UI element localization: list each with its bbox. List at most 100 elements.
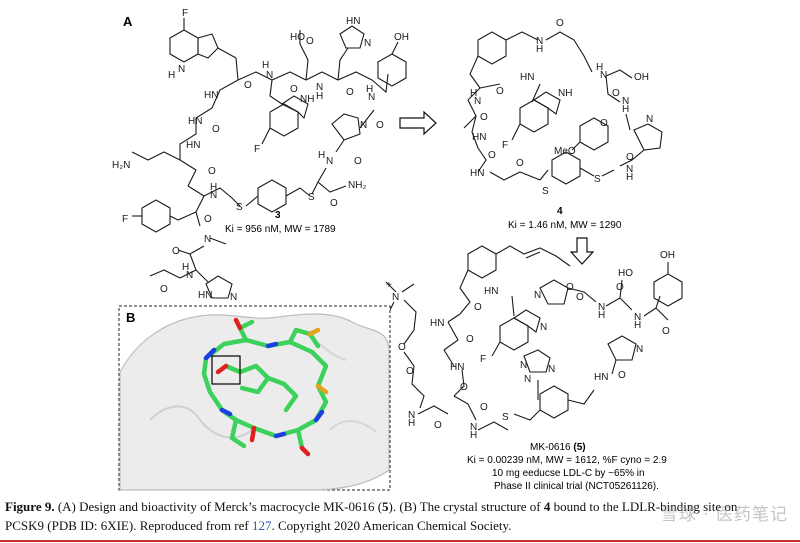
caption-rule: [0, 540, 800, 542]
compound-5-clinical-2: Phase II clinical trial (NCT05261126).: [494, 481, 659, 492]
svg-text:N: N: [326, 156, 333, 167]
svg-text:H: H: [626, 172, 633, 183]
compound-3-structure: F H N HN O H N O N H HO O HN N O H N OH: [112, 8, 409, 303]
protein-surface: [119, 313, 390, 491]
svg-text:HN: HN: [204, 90, 218, 101]
svg-text:HO: HO: [290, 32, 305, 43]
svg-text:H: H: [210, 182, 217, 193]
svg-text:N: N: [536, 36, 543, 47]
compound-4-stats: Ki = 1.46 nM, MW = 1290: [508, 220, 622, 231]
fluorophenyl-ring: [141, 199, 171, 233]
svg-text:O: O: [662, 326, 670, 337]
svg-text:N: N: [230, 292, 237, 303]
svg-text:N: N: [622, 96, 629, 107]
svg-text:OH: OH: [660, 250, 675, 261]
arrow-4-to-5: [569, 237, 595, 265]
svg-text:O: O: [616, 282, 624, 293]
svg-text:S: S: [594, 174, 601, 185]
svg-text:MeO: MeO: [554, 146, 576, 157]
watermark: 雪球 · 医药笔记: [660, 505, 788, 525]
caption-text-3: bound to the LDLR-binding site on: [550, 499, 738, 514]
svg-text:HO: HO: [618, 268, 633, 279]
compound-5-clinical-1: 10 mg eeducse LDL-C by ~65% in: [492, 468, 645, 479]
svg-text:H₂N: H₂N: [112, 160, 130, 171]
svg-text:O: O: [354, 156, 362, 167]
svg-text:O: O: [330, 198, 338, 209]
svg-text:N: N: [626, 164, 633, 175]
svg-text:O: O: [626, 152, 634, 163]
compound-4-number: 4: [557, 206, 563, 217]
triazole-ring: [523, 349, 551, 373]
svg-text:HN: HN: [198, 290, 212, 301]
svg-text:N: N: [364, 38, 371, 49]
svg-text:O: O: [398, 342, 406, 353]
caption-ref-link[interactable]: 127: [251, 518, 272, 533]
ligand-sticks: [201, 317, 329, 457]
svg-text:O: O: [290, 84, 298, 95]
compound-4-structure: N H O H N OH O N H O N O N H H N O O HN …: [463, 18, 663, 197]
svg-text:O: O: [406, 366, 414, 377]
compound-5-structure: N + O O N H O HN O HN O HN O N H O: [385, 245, 683, 441]
svg-text:N: N: [210, 190, 217, 201]
arrow-3-to-4: [399, 110, 437, 136]
svg-text:H: H: [634, 320, 641, 331]
svg-text:S: S: [236, 202, 243, 213]
svg-text:H: H: [182, 262, 189, 273]
svg-text:N: N: [474, 96, 481, 107]
indole-benzene-ring: [169, 29, 199, 63]
compound-3-number: 3: [275, 210, 281, 221]
svg-text:N: N: [368, 92, 375, 103]
svg-text:N: N: [646, 114, 653, 125]
svg-text:O: O: [208, 166, 216, 177]
svg-text:HN: HN: [470, 168, 484, 179]
svg-text:N: N: [540, 322, 547, 333]
svg-text:N: N: [392, 292, 399, 303]
svg-text:HN: HN: [594, 372, 608, 383]
caption-text-2: ). (B) The crystal structure of: [388, 499, 544, 514]
svg-text:H: H: [168, 70, 175, 81]
proline-ring-5: [539, 279, 569, 305]
svg-text:H: H: [598, 310, 605, 321]
svg-text:S: S: [542, 186, 549, 197]
svg-text:N: N: [204, 234, 211, 245]
indole-ring-5: [499, 317, 529, 351]
panel-b: B: [118, 305, 391, 491]
proline-ring-4: [633, 123, 663, 151]
svg-text:O: O: [516, 158, 524, 169]
svg-text:O: O: [480, 112, 488, 123]
phenyl-ring-5-top: [467, 245, 497, 279]
svg-text:HN: HN: [450, 362, 464, 373]
compound-3-stats: Ki = 956 nM, MW = 1789: [225, 224, 336, 235]
svg-text:O: O: [496, 86, 504, 97]
proline-ring-5b: [607, 335, 637, 361]
svg-text:F: F: [122, 214, 128, 225]
indole-pyrrole-ring: [197, 33, 219, 59]
svg-text:F: F: [480, 354, 486, 365]
svg-text:NH: NH: [300, 94, 314, 105]
tyrosine-phenyl-ring: [377, 53, 407, 87]
xylyl-ring-3: [257, 179, 287, 213]
svg-text:N: N: [316, 82, 323, 93]
caption-text-1: (A) Design and bioactivity of Merck’s ma…: [54, 499, 383, 514]
svg-text:N: N: [520, 360, 527, 371]
svg-text:O: O: [466, 334, 474, 345]
svg-text:N: N: [598, 302, 605, 313]
caption-figure-label: Figure 9.: [5, 499, 55, 514]
svg-text:HN: HN: [484, 286, 498, 297]
svg-text:H: H: [622, 104, 629, 115]
xylyl-ring-4-top: [477, 31, 507, 65]
svg-text:O: O: [480, 402, 488, 413]
xylyl-ring-5-bottom: [539, 385, 569, 419]
svg-text:O: O: [488, 150, 496, 161]
svg-text:O: O: [460, 382, 468, 393]
indole-ring-4: [519, 99, 549, 133]
binding-pocket-box: [211, 355, 241, 385]
svg-text:HN: HN: [346, 16, 360, 27]
compound-5-name: MK-0616 (5): [530, 442, 586, 453]
proline-ring: [331, 113, 361, 141]
imidazole-ring-2: [205, 275, 233, 299]
svg-text:H: H: [366, 84, 373, 95]
svg-text:N: N: [524, 374, 531, 385]
svg-text:HN: HN: [430, 318, 444, 329]
